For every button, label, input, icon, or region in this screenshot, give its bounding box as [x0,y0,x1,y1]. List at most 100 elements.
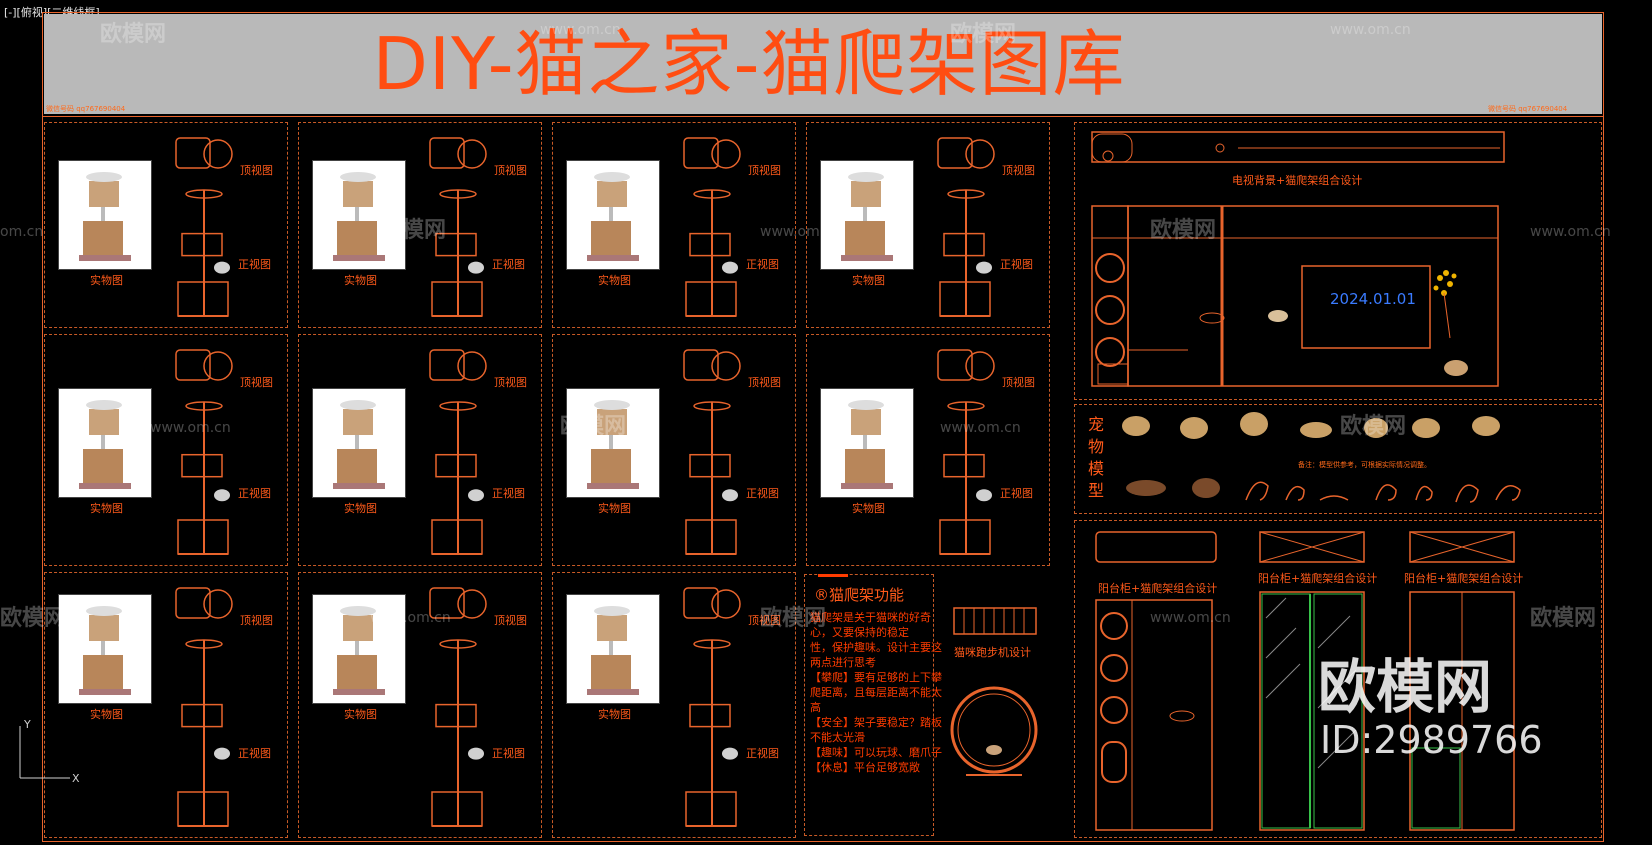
front-view-drawing [177,189,230,317]
cat-tree-cell [44,122,288,328]
watermark-brand: 欧模网 [950,22,1017,47]
function-text: 猫爬架是关于猫咪的好奇 心，又要保持的稳定 性，保护趣味。设计主要这 两点进行思… [810,610,942,775]
watermark-url: www.om.cn [150,420,231,436]
watermark-url: www.om.cn [940,420,1021,436]
photo-label: 实物图 [598,502,631,515]
front-view-drawing [939,401,992,555]
svg-text:X: X [72,772,80,785]
function-line: 不能太光滑 [810,731,865,744]
function-line: 高 [810,701,821,714]
top-view-drawing [175,137,233,169]
top-view-drawing [175,587,233,619]
watermark-brand: 欧模网 [1150,218,1217,243]
function-accent-bar [818,574,848,577]
cat-treadmill-drawing [950,607,1038,776]
cat-tree-photo [312,388,406,498]
top-view-drawing [429,137,487,169]
top-view-drawing [937,349,995,381]
front-view-drawing [431,401,484,555]
treadmill-label: 猫咪跑步机设计 [954,646,1031,659]
front-view-drawing [939,189,992,317]
cat-tree-photo [820,160,914,270]
top-view-label: 顶视图 [494,614,527,627]
front-view-drawing [431,189,484,317]
front-view-drawing [177,401,230,555]
drawing-area [42,116,1604,842]
cat-tree-cell [298,572,542,838]
cat-tree-cell [552,572,796,838]
function-line: 【安全】架子要稳定？踏板 [810,716,942,729]
front-view-drawing [685,401,738,555]
front-view-drawing [685,639,738,827]
front-view-label: 正视图 [492,257,525,271]
cat-tree-cell [552,122,796,328]
tv-date: 2024.01.01 [1330,290,1416,308]
function-line: 【休息】平台足够宽敞 [810,761,920,774]
photo-label: 实物图 [90,274,123,287]
tv-wall-drawing [1091,131,1505,387]
cat-tree-photo [312,160,406,270]
photo-label: 实物图 [90,502,123,515]
watermark-url: www.om.cn [370,610,451,626]
function-line: 猫爬架是关于猫咪的好奇 [810,611,931,624]
watermark-brand-large: 欧模网 [1318,653,1493,721]
cat-tree-cell [44,334,288,566]
top-view-label: 顶视图 [1002,164,1035,177]
ucs-icon: Y X [19,718,80,785]
cat-tree-cell [44,572,288,838]
photo-label: 实物图 [344,274,377,287]
cat-tree-photo [58,388,152,498]
pet-models-drawing [1122,412,1521,503]
watermark-brand: 欧模网 [760,606,827,631]
front-view-label: 正视图 [492,486,525,500]
watermark-id: ID:2989766 [1320,718,1543,762]
top-view-label: 顶视图 [240,614,273,627]
front-view-label: 正视图 [746,257,779,271]
top-view-label: 顶视图 [240,376,273,389]
function-line: 心，又要保持的稳定 [810,626,909,639]
cat-tree-photo [820,388,914,498]
cat-tree-photo [58,160,152,270]
watermark-url: www.om.cn [1330,22,1411,38]
svg-text:Y: Y [23,718,31,731]
function-line: 爬距离，且每层距离不能太 [810,686,942,699]
top-view-label: 顶视图 [748,614,781,627]
tv-heading: 电视背景+猫爬架组合设计 [1232,174,1363,187]
title-banner [44,14,1602,114]
photo-label: 实物图 [90,708,123,721]
front-view-label: 正视图 [238,257,271,271]
front-view-drawing [431,639,484,827]
top-view-label: 顶视图 [494,376,527,389]
balcony-panel [1074,520,1602,838]
sheet-title: DIY-猫之家-猫爬架图库 [372,22,1126,106]
front-view-label: 正视图 [492,746,525,760]
watermark-url: www.om.cn [1530,224,1611,240]
cat-tree-photo [566,160,660,270]
pets-panel [1074,404,1602,514]
contact-left: 微信号码 qq767690404 [46,105,126,113]
watermark-brand: 欧模网 [1340,414,1407,439]
cat-tree-cell [806,122,1050,328]
watermark-brand: 欧模网 [380,218,447,243]
watermark-url-short: om.cn [0,224,44,240]
front-view-label: 正视图 [1000,486,1033,500]
balcony-label-3: 阳台柜+猫爬架组合设计 [1404,572,1524,585]
function-line: 两点进行思考 [810,656,876,669]
top-view-drawing [937,137,995,169]
photo-label: 实物图 [344,502,377,515]
balcony-cabinet-drawing [1095,531,1515,831]
cat-tree-cell [552,334,796,566]
watermark-brand: 欧模网 [1530,606,1597,631]
watermark-url: www.om.cn [540,22,621,38]
cat-tree-photo [566,594,660,704]
front-view-label: 正视图 [746,486,779,500]
tv-panel [1074,122,1602,400]
function-line: 性，保护趣味。设计主要这 [810,641,942,654]
watermark-url: www.om.cn [760,224,841,240]
cat-tree-cell [806,334,1050,566]
front-view-label: 正视图 [1000,257,1033,271]
top-view-label: 顶视图 [494,164,527,177]
cat-tree-cell [298,334,542,566]
top-view-drawing [429,587,487,619]
photo-label: 实物图 [598,274,631,287]
